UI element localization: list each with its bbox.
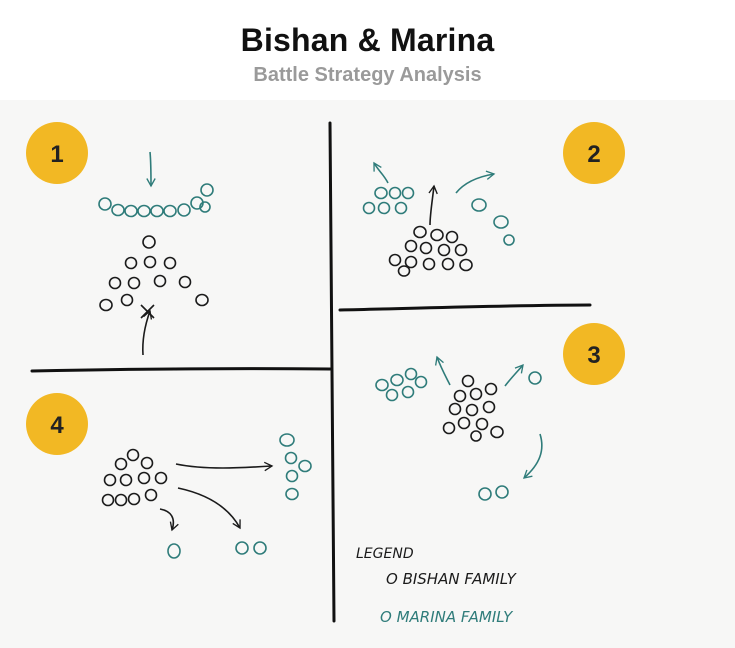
badge-number: 1 — [50, 141, 63, 168]
divider-vertical — [328, 121, 336, 623]
quadrant-4-bishan-arrow-down — [159, 508, 179, 532]
quadrant-badge-2: 2 — [563, 122, 625, 184]
quadrant-4-marina-group — [167, 433, 312, 559]
quadrant-2-marina-group — [362, 186, 515, 246]
legend-bishan-label: O BISHAN FAMILY — [386, 570, 518, 588]
badge-number: 4 — [50, 412, 64, 439]
quadrant-2-marina-arrow-right — [455, 170, 496, 194]
divider-horizontal-left — [30, 367, 332, 373]
quadrant-3-marina-arrow-right — [504, 363, 524, 387]
quadrant-4-bishan-arrow-right — [175, 461, 274, 472]
badge-number: 2 — [587, 141, 600, 168]
quadrant-2-bishan-group — [388, 225, 473, 277]
page-subtitle: Battle Strategy Analysis — [253, 64, 482, 86]
quadrant-1-bishan-group — [99, 235, 209, 312]
quadrant-4-bishan-group — [101, 448, 168, 507]
quadrant-3-marina-group — [375, 367, 542, 501]
quadrant-2-marina-arrow-left — [373, 161, 389, 184]
page-title: Bishan & Marina — [240, 22, 495, 58]
quadrant-3-marina-arrow-down — [522, 433, 543, 479]
quadrant-badge-1: 1 — [26, 122, 88, 184]
quadrant-4-bishan-arrow-lower — [177, 487, 241, 530]
header: Bishan & Marina Battle Strategy Analysis — [0, 0, 735, 100]
quadrant-badge-4: 4 — [26, 393, 88, 455]
quadrant-1-marina-group — [98, 183, 214, 218]
quadrant-1-bishan-arrow — [142, 309, 153, 356]
quadrant-3-marina-arrow-left — [434, 355, 451, 386]
quadrant-1-marina-arrow — [146, 151, 156, 188]
quadrant-2-bishan-arrow — [428, 184, 438, 226]
divider-horizontal-right — [338, 303, 592, 312]
quadrant-badge-3: 3 — [563, 323, 625, 385]
legend-marina-label: O MARINA FAMILY — [380, 608, 514, 626]
badge-number: 3 — [587, 342, 600, 369]
legend-heading: LEGEND — [356, 546, 414, 562]
quadrant-3-bishan-group — [442, 374, 504, 442]
